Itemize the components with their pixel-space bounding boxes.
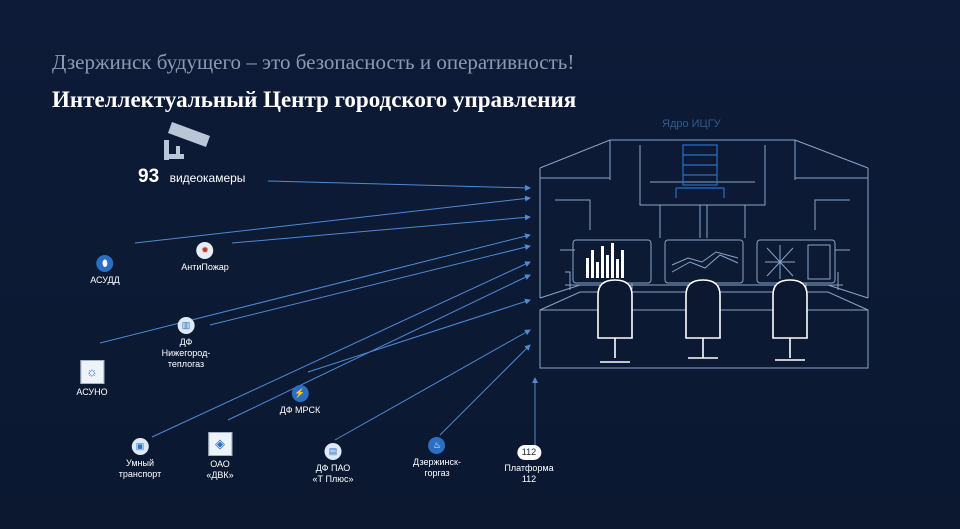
node-label: «ДВК» [206,470,234,480]
cctv-camera-icon [164,122,210,160]
node-dzerzhinskgorgaz: ♨ Дзержинск- горгаз [413,437,461,479]
arrow-df-nizhegorodteplogaz [209,244,531,326]
node-umny-transport: ▣ Умный транспорт [119,438,161,480]
node-label: Нижегород- [161,348,211,358]
node-label: АСУНО [76,387,108,397]
heating-icon: ▤ [324,443,342,460]
cameras-text: видеокамеры [169,171,246,185]
traffic-light-icon: ⬮ [96,255,114,272]
node-antipozhar: ✹ АнтиПожар [181,242,229,273]
node-asuno: ☼ АСУНО [76,360,108,398]
core-label: Ядро ИЦГУ [662,118,721,130]
node-label: транспорт [118,469,162,479]
arrow-cameras [267,180,531,191]
node-label: ДФ ПАО [315,463,351,473]
building-icon: ▥ [177,317,195,334]
cameras-label: 93 видеокамеры [138,166,245,188]
node-df-mrsk: ⚡ ДФ МРСК [280,385,320,416]
node-label: ДФ [179,337,193,347]
server-rack-icon [675,144,725,198]
slide-subtitle: Дзержинск будущего – это безопасность и … [52,50,575,74]
lightning-icon: ⚡ [291,385,309,402]
node-oao-dvk: ◈ ОАО «ДВК» [206,432,234,481]
node-label: Платформа [504,463,554,473]
slide-title: Интеллектуальный Центр городского управл… [52,87,577,112]
node-label: АСУДД [90,275,120,285]
arrow-oao-dvk [227,274,531,421]
node-label: горгаз [424,468,450,478]
node-label: АнтиПожар [181,262,229,272]
gas-flame-icon: ♨ [428,437,446,454]
arrow-df-pao-t-plus [334,329,531,441]
lightbulb-icon: ☼ [79,360,104,384]
arrow-dzerzhinskgorgaz [439,344,531,436]
fire-alarm-icon: ✹ [196,242,214,259]
arrow-antipozhar [231,214,531,244]
node-label: Умный [126,458,154,468]
node-label: «Т Плюс» [312,474,354,484]
node-asudd: ⬮ АСУДД [90,255,120,286]
arrow-df-mrsk [307,298,531,373]
arrow-asuno [99,233,531,344]
node-label: теплогаз [167,359,205,369]
node-label: ОАО [210,459,230,469]
bus-icon: ▣ [131,438,149,455]
cameras-count: 93 [138,166,160,187]
water-utility-icon: ◈ [207,432,232,456]
node-df-pao-t-plus: ▤ ДФ ПАО «Т Плюс» [312,443,354,485]
emergency-112-icon: 112 [516,445,541,460]
arrow-asudd [134,195,531,244]
node-platforma-112: 112 Платформа 112 [504,445,554,485]
node-label: 112 [521,474,537,484]
arrow-umny-transport [151,261,531,438]
node-label: ДФ МРСК [279,405,321,415]
node-label: Дзержинск- [413,457,461,467]
node-df-nizhegorodteplogaz: ▥ ДФ Нижегород- теплогаз [161,317,211,370]
